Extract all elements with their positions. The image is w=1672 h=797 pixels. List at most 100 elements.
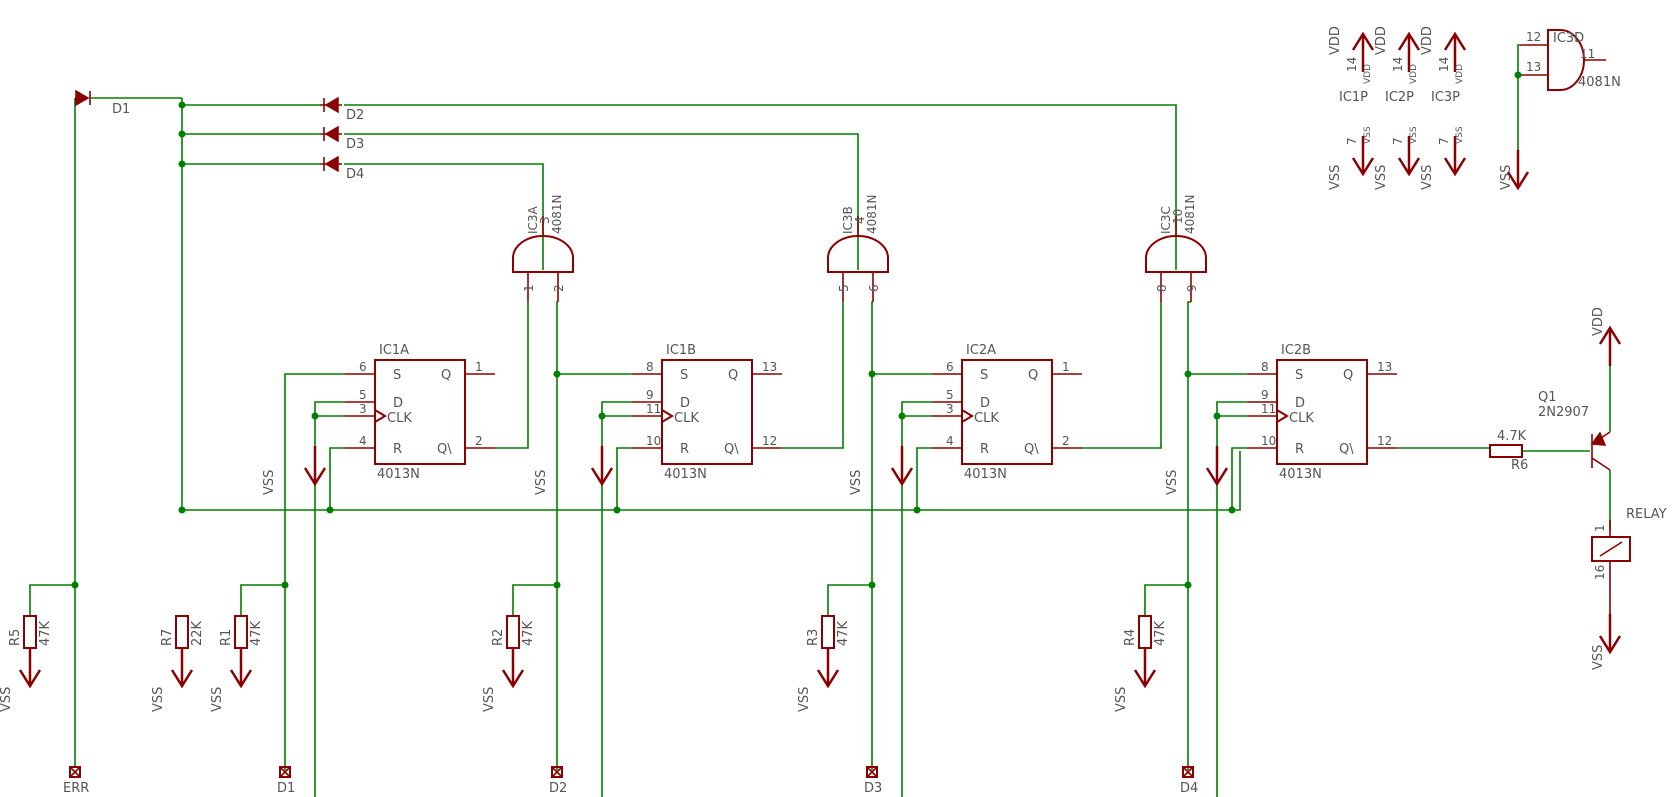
vss-label-resistor: VSS <box>482 687 497 712</box>
vss-label: VSS <box>1328 165 1343 190</box>
connector-label: D2 <box>549 781 567 796</box>
wire-r-input <box>1231 447 1247 510</box>
gate-out-pin-number: 3 <box>538 216 552 224</box>
connector-x <box>1182 766 1194 778</box>
vss-symbol-resistor <box>501 646 525 688</box>
junction-dot <box>1184 370 1192 378</box>
gate-out-pin-number: 11 <box>1580 47 1595 61</box>
junction-dot <box>898 412 906 420</box>
relay-pin1-number: 1 <box>1593 524 1607 532</box>
junction-dot <box>178 130 186 138</box>
wire-q3 <box>1082 302 1162 449</box>
label-clk: CLK <box>387 411 412 426</box>
vss-pin-number: 7 <box>1437 137 1451 145</box>
resistor-r6 <box>1489 444 1523 458</box>
label-qn: Q\ <box>1339 442 1354 457</box>
vss-label-ff: VSS <box>849 470 864 495</box>
pin-number-r: 4 <box>946 434 954 448</box>
vss-pin-label: VSS <box>1455 126 1465 144</box>
diode-d2 <box>320 96 342 114</box>
junction-dot <box>311 412 319 420</box>
flipflop-ic2a <box>932 359 1082 465</box>
label-clk: CLK <box>974 411 999 426</box>
resistor-value: 47K <box>1153 620 1168 646</box>
resistor-value: 47K <box>38 620 53 646</box>
junction-dot <box>178 160 186 168</box>
junction-dot <box>868 370 876 378</box>
resistor-value: 47K <box>836 620 851 646</box>
clk-triangle <box>374 409 387 423</box>
wires <box>29 44 1611 797</box>
pin-number-r: 4 <box>359 434 367 448</box>
gate-type: 4081N <box>1183 194 1197 234</box>
flipflop-type: 4013N <box>664 467 707 482</box>
label-r: R <box>1295 442 1304 457</box>
vss-symbol-resistor <box>18 646 42 688</box>
pin-number-s: 8 <box>1261 360 1269 374</box>
vss-symbol-ff <box>303 444 327 486</box>
vss-symbol-resistor <box>1133 646 1157 688</box>
vss-symbol-ff <box>1205 444 1229 486</box>
resistor-name: R6 <box>1511 458 1528 473</box>
vdd-pin-label: VDD <box>1363 64 1373 84</box>
transistor-name: Q1 <box>1538 390 1557 405</box>
and-body <box>512 235 574 273</box>
and-body <box>1145 235 1207 273</box>
label-q: Q <box>728 368 738 383</box>
wire <box>871 301 873 374</box>
and-gate-ic3d <box>1520 29 1606 91</box>
junction-dot <box>326 506 334 514</box>
and-gate-ic3b <box>827 216 889 302</box>
wire-resistor <box>827 584 872 616</box>
connector-x <box>69 766 81 778</box>
and-body <box>827 235 889 273</box>
vdd-label: VDD <box>1374 26 1389 55</box>
resistor-r2 <box>506 615 520 649</box>
vdd-label-relay: VDD <box>1591 307 1606 336</box>
pin-number-qn: 2 <box>475 434 483 448</box>
wire-r-input <box>616 447 632 510</box>
label-q: Q <box>441 368 451 383</box>
connector-label: D4 <box>1180 781 1198 796</box>
vss-symbol-resistor <box>170 646 194 688</box>
resistor-r7 <box>175 615 189 649</box>
gate-name: IC3D <box>1553 31 1584 46</box>
vss-pin-label: VSS <box>1363 126 1373 144</box>
wire-d3 <box>344 133 859 270</box>
gate-in1-pin-number: 1 <box>522 284 536 292</box>
resistor-r3 <box>821 615 835 649</box>
junction-dot <box>178 101 186 109</box>
and-body <box>1547 29 1585 91</box>
relay-pin2-number: 16 <box>1593 565 1607 580</box>
relay-slash <box>1599 541 1623 557</box>
resistor-body <box>234 615 248 649</box>
vss-label-resistor: VSS <box>797 687 812 712</box>
resistor-name: R1 <box>219 629 234 646</box>
flipflop-type: 4013N <box>377 467 420 482</box>
wire-dclk-tie <box>1216 401 1247 797</box>
label-qn: Q\ <box>1024 442 1039 457</box>
label-qn: Q\ <box>437 442 452 457</box>
wire-q2 <box>782 302 844 449</box>
pin-number-clk: 3 <box>946 402 954 416</box>
wire-s-input <box>556 373 632 770</box>
junction-dot <box>1213 412 1221 420</box>
wire-dclk-tie <box>601 401 632 797</box>
label-s: S <box>680 368 688 383</box>
gate-in2-pin-number: 6 <box>867 284 881 292</box>
clk-triangle <box>661 409 674 423</box>
vdd-pin-number: 14 <box>1391 57 1405 72</box>
connector-x <box>279 766 291 778</box>
junction-dot <box>1514 71 1522 79</box>
vss-label-resistor: VSS <box>151 687 166 712</box>
flipflop-name: IC2B <box>1281 343 1311 358</box>
connector-x <box>866 766 878 778</box>
resistor-name: R4 <box>1123 629 1138 646</box>
connector-x <box>551 766 563 778</box>
pin-number-d: 9 <box>1261 388 1269 402</box>
connector-box <box>551 766 563 778</box>
wire-resistor <box>29 584 75 616</box>
vss-symbol-resistor <box>229 646 253 688</box>
vss-symbol-ff <box>890 444 914 486</box>
